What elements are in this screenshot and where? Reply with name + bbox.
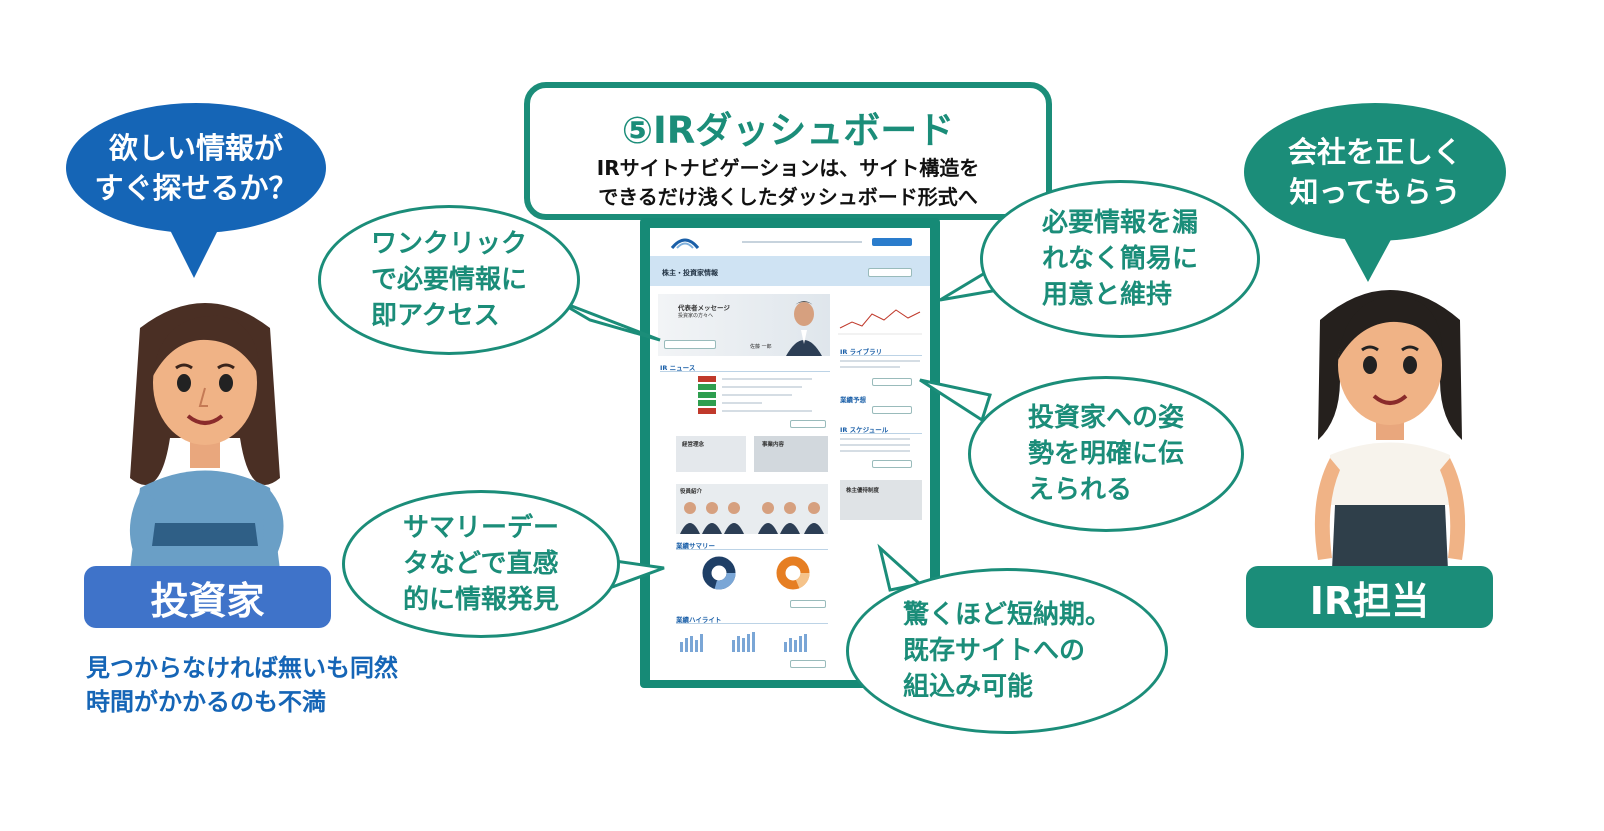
bubble-complete: 必要情報を漏 れなく簡易に 用意と維持 [980,180,1260,338]
benefit-title: 株主優待制度 [846,488,880,494]
bubble-complete-text: 必要情報を漏 れなく簡易に 用意と維持 [1041,208,1198,310]
ceo-photo [786,301,822,356]
library-divider [840,355,922,356]
ir-bubble-text: 会社を正しく 知ってもらう [1287,135,1462,209]
library-more-button [872,378,912,386]
schedule-row [840,450,910,452]
summary-title: 業績サマリー [676,542,715,550]
ir-label: IR担当 [1246,566,1493,628]
news-tag [698,392,716,398]
bubble-stance-text: 投資家への姿 勢を明確に伝 えられる [1027,403,1184,505]
news-row [722,386,802,388]
dashboard-header-title: 株主・投資家情報 [662,269,718,277]
message-subtitle: 投資家の方々へ [678,313,714,319]
highlight-title: 業績ハイライト [676,616,722,624]
summary-more-button [790,600,826,608]
news-row [722,378,812,380]
nav-menu [742,241,862,243]
stock-chart-icon [838,309,922,335]
library-row [840,366,900,368]
news-row [722,394,792,396]
news-row [722,410,812,412]
investor-character-illustration [129,303,284,570]
news-row [722,402,762,404]
message-link-button [664,340,716,349]
dashboard-select [868,268,912,277]
news-tag [698,376,716,382]
investor-bubble-text: 欲しい情報が すぐ探せるか？ [94,131,298,205]
investor-label-text: 投資家 [150,578,265,623]
news-divider [660,371,830,372]
ir-thought-bubble: 会社を正しく 知ってもらう [1244,103,1506,241]
news-title: IR ニュース [660,364,696,372]
business-title: 事業内容 [762,442,785,448]
news-tag [698,408,716,414]
dashboard-subtitle: IRサイトナビゲーションは、サイト構造を できるだけ浅くしたダッシュボード形式へ [596,156,980,209]
benefit-card [840,480,922,520]
logo-icon [670,238,700,249]
bubble-delivery: 驚くほど短納期。 既存サイトへの 組込み可能 [846,568,1168,734]
news-tag [698,400,716,406]
bubble-summary-text: サマリーデー タなどで直感 的に情報発見 [402,513,559,615]
schedule-row [840,444,910,446]
nav-cta-button [872,238,912,246]
forecast-title: 業績予想 [840,396,866,404]
summary-donut-orange [776,556,810,590]
bubble-delivery-text: 驚くほど短納期。 既存サイトへの 組込み可能 [902,600,1111,702]
bubble-summary: サマリーデー タなどで直感 的に情報発見 [342,490,620,638]
ir-label-text: IR担当 [1309,578,1430,623]
ceo-name: 佐藤 一郎 [750,344,772,350]
library-title: IR ライブラリ [840,348,883,356]
library-row [840,360,920,362]
bubble-one-click-text: ワンクリック で必要情報に 即アクセス [370,229,527,331]
bubble-one-click: ワンクリック で必要情報に 即アクセス [318,205,580,355]
investor-label: 投資家 [84,566,331,628]
forecast-button [872,406,912,414]
news-more-button [790,420,826,428]
policy-card [676,436,746,472]
schedule-divider [840,433,922,434]
summary-donut-blue [702,556,736,590]
summary-divider [676,549,828,550]
officers-photo [676,484,828,534]
business-card [754,436,828,472]
officers-title: 役員紹介 [680,489,703,495]
schedule-row [840,438,910,440]
dashboard-title: ⑤IRダッシュボード [621,109,955,152]
investor-note: 見つからなければ無いも同然 時間がかかるのも不満 [86,654,398,716]
highlight-divider [676,623,828,624]
bubble-stance: 投資家への姿 勢を明確に伝 えられる [968,376,1244,532]
ir-staff-character-illustration [1314,290,1466,570]
news-tag [698,384,716,390]
schedule-more-button [872,460,912,468]
dashboard-title-frame: ⑤IRダッシュボード IRサイトナビゲーションは、サイト構造を できるだけ浅くし… [524,82,1052,220]
policy-title: 経営理念 [682,442,705,448]
ir-bubble-tail [1342,234,1394,282]
message-title: 代表者メッセージ [678,304,730,312]
highlight-bar-charts [680,632,807,652]
investor-bubble-tail [168,226,220,278]
schedule-title: IR スケジュール [840,426,889,434]
investor-thought-bubble: 欲しい情報が すぐ探せるか？ [66,103,326,233]
highlight-more-button [790,660,826,668]
